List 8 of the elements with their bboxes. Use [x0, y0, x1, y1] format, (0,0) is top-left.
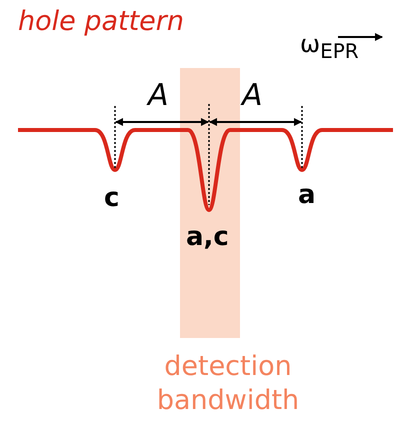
hole-label: a,c — [186, 222, 229, 252]
dimension-label: A — [242, 78, 263, 113]
title: hole pattern — [18, 6, 184, 37]
dimension-label: A — [148, 78, 169, 113]
hole-label: c — [104, 183, 120, 213]
hole-label: a — [298, 180, 316, 210]
band-label: detection bandwidth — [156, 350, 300, 418]
axis-label: ω$_{EPR}$ — [300, 30, 359, 63]
